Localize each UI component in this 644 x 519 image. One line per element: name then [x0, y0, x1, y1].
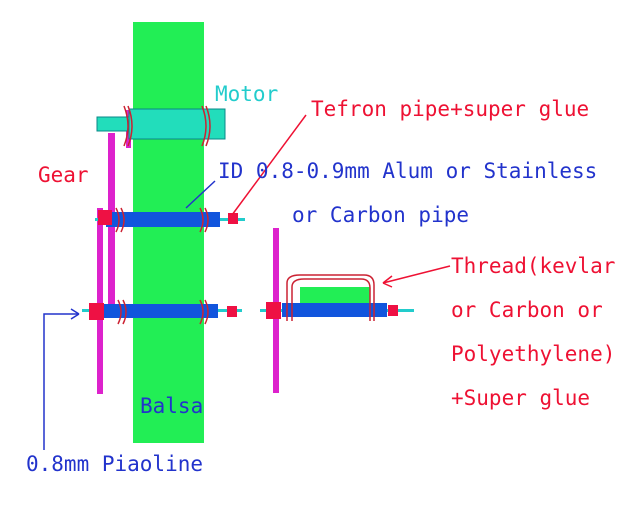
tefron-label: Tefron pipe+super glue	[311, 97, 589, 121]
detail-thread-binding	[286, 274, 375, 321]
pipe-pointer	[185, 180, 216, 209]
gear-shaft-left	[97, 208, 103, 394]
lower-teflon-right	[227, 306, 237, 317]
thread-pointer	[382, 265, 451, 284]
thread-arrowhead	[382, 275, 393, 288]
pipe-label-line2: or Carbon pipe	[292, 203, 469, 227]
detail-pipe	[282, 303, 387, 317]
motor-shaft	[96, 116, 130, 132]
balsa-plank	[133, 22, 204, 443]
thread-label-line3: Polyethylene)	[451, 342, 615, 366]
detail-teflon-right	[388, 305, 398, 316]
piano-label: 0.8mm Piaoline	[26, 452, 203, 476]
thread-label-line4: +Super glue	[451, 386, 590, 410]
motor-thread-wrap-left	[123, 105, 133, 147]
thread-label-line2: or Carbon or	[451, 298, 603, 322]
lower-teflon-left	[89, 303, 104, 320]
lower-thread-wrap-left	[117, 299, 127, 325]
gear-label: Gear	[38, 163, 89, 187]
upper-pipe	[106, 212, 220, 227]
upper-teflon-left	[98, 210, 112, 225]
tefron-pointer	[231, 114, 307, 216]
upper-thread-wrap-left	[115, 207, 125, 233]
detail-balsa-block	[300, 287, 370, 304]
piano-arrowhead	[70, 308, 80, 320]
balsa-label: Balsa	[140, 394, 203, 418]
upper-teflon-right	[228, 213, 238, 224]
upper-thread-wrap-right	[199, 207, 209, 233]
detail-teflon-left	[266, 302, 281, 319]
piano-pointer	[43, 313, 78, 450]
motor-label: Motor	[215, 82, 278, 106]
motor-thread-wrap-right	[201, 105, 211, 147]
pipe-label-line1: ID 0.8-0.9mm Alum or Stainless	[218, 159, 597, 183]
lower-pipe	[100, 304, 218, 318]
thread-label-line1: Thread(kevlar	[451, 254, 615, 278]
lower-thread-wrap-right	[199, 299, 209, 325]
